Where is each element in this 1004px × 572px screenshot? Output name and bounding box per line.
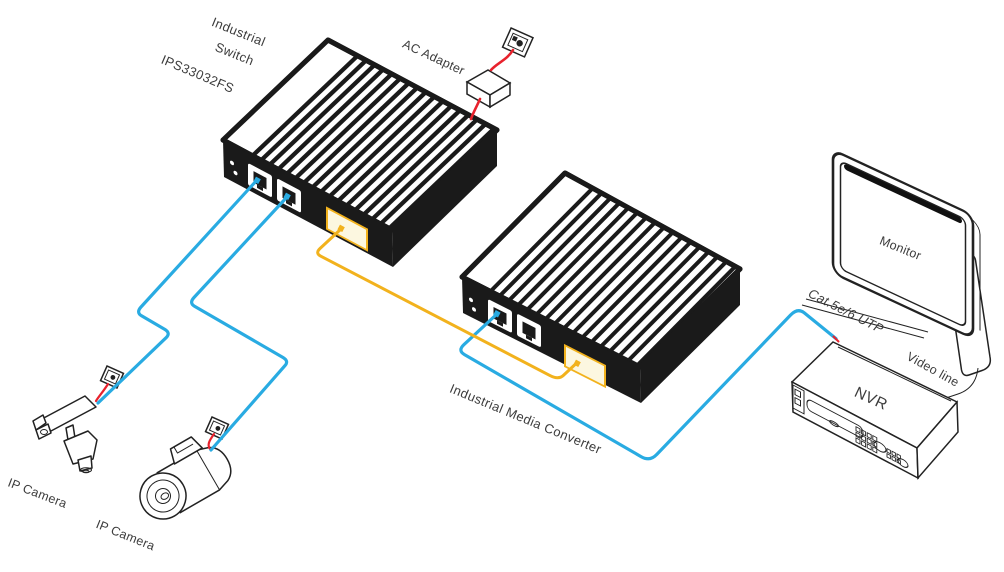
switch-led xyxy=(230,160,234,166)
nvr-disc-slot xyxy=(806,399,864,438)
industrial-media-converter xyxy=(459,170,743,403)
nvr-side xyxy=(916,400,959,480)
converter-led xyxy=(469,297,473,303)
ac-adapter xyxy=(465,69,512,109)
monitor-screen xyxy=(839,162,967,326)
cable-tips xyxy=(253,176,581,368)
monitor-base-line xyxy=(801,304,925,339)
ip-camera-box xyxy=(32,395,98,474)
nvr-knob xyxy=(897,458,909,468)
ip-camera-bullet xyxy=(139,436,232,520)
power-cable xyxy=(469,97,482,121)
nvr-connector-mark xyxy=(832,335,840,343)
power-cable xyxy=(94,382,110,403)
ethernet-cable-camera1 xyxy=(96,178,259,405)
switch-side-face xyxy=(392,130,497,267)
converter-led xyxy=(472,307,476,312)
nvr-knob xyxy=(873,441,887,453)
nvr: NVR xyxy=(790,341,959,480)
fiber-cable xyxy=(316,227,578,380)
camera-lens xyxy=(40,429,48,435)
ip-camera-label-2: IP Camera xyxy=(94,517,157,553)
ethernet-cable-camera2 xyxy=(190,195,289,452)
media-converter-label: Industrial Media Converter xyxy=(448,381,604,457)
converter-heatsink-fins xyxy=(478,173,740,367)
power-outlet xyxy=(204,416,230,440)
power-cable xyxy=(489,48,515,72)
ac-adapter-label: AC Adapter xyxy=(400,37,467,78)
converter-fiber-port xyxy=(564,343,606,389)
switch-model-label: IPS33032FS xyxy=(159,52,236,96)
video-line-curve xyxy=(945,367,979,399)
switch-heatsink-fins xyxy=(240,42,497,230)
converter-side-face xyxy=(640,269,740,403)
utp-cable-to-nvr xyxy=(459,309,838,461)
power-outlet xyxy=(99,365,125,389)
ip-camera-label-1: IP Camera xyxy=(6,476,69,511)
monitor: Monitor xyxy=(831,152,981,337)
industrial-switch xyxy=(220,37,500,267)
monitor-base-line xyxy=(805,298,929,333)
power-cable xyxy=(207,432,216,451)
switch-fiber-port xyxy=(326,206,368,252)
switch-led xyxy=(233,170,238,176)
power-outlet xyxy=(501,26,535,58)
